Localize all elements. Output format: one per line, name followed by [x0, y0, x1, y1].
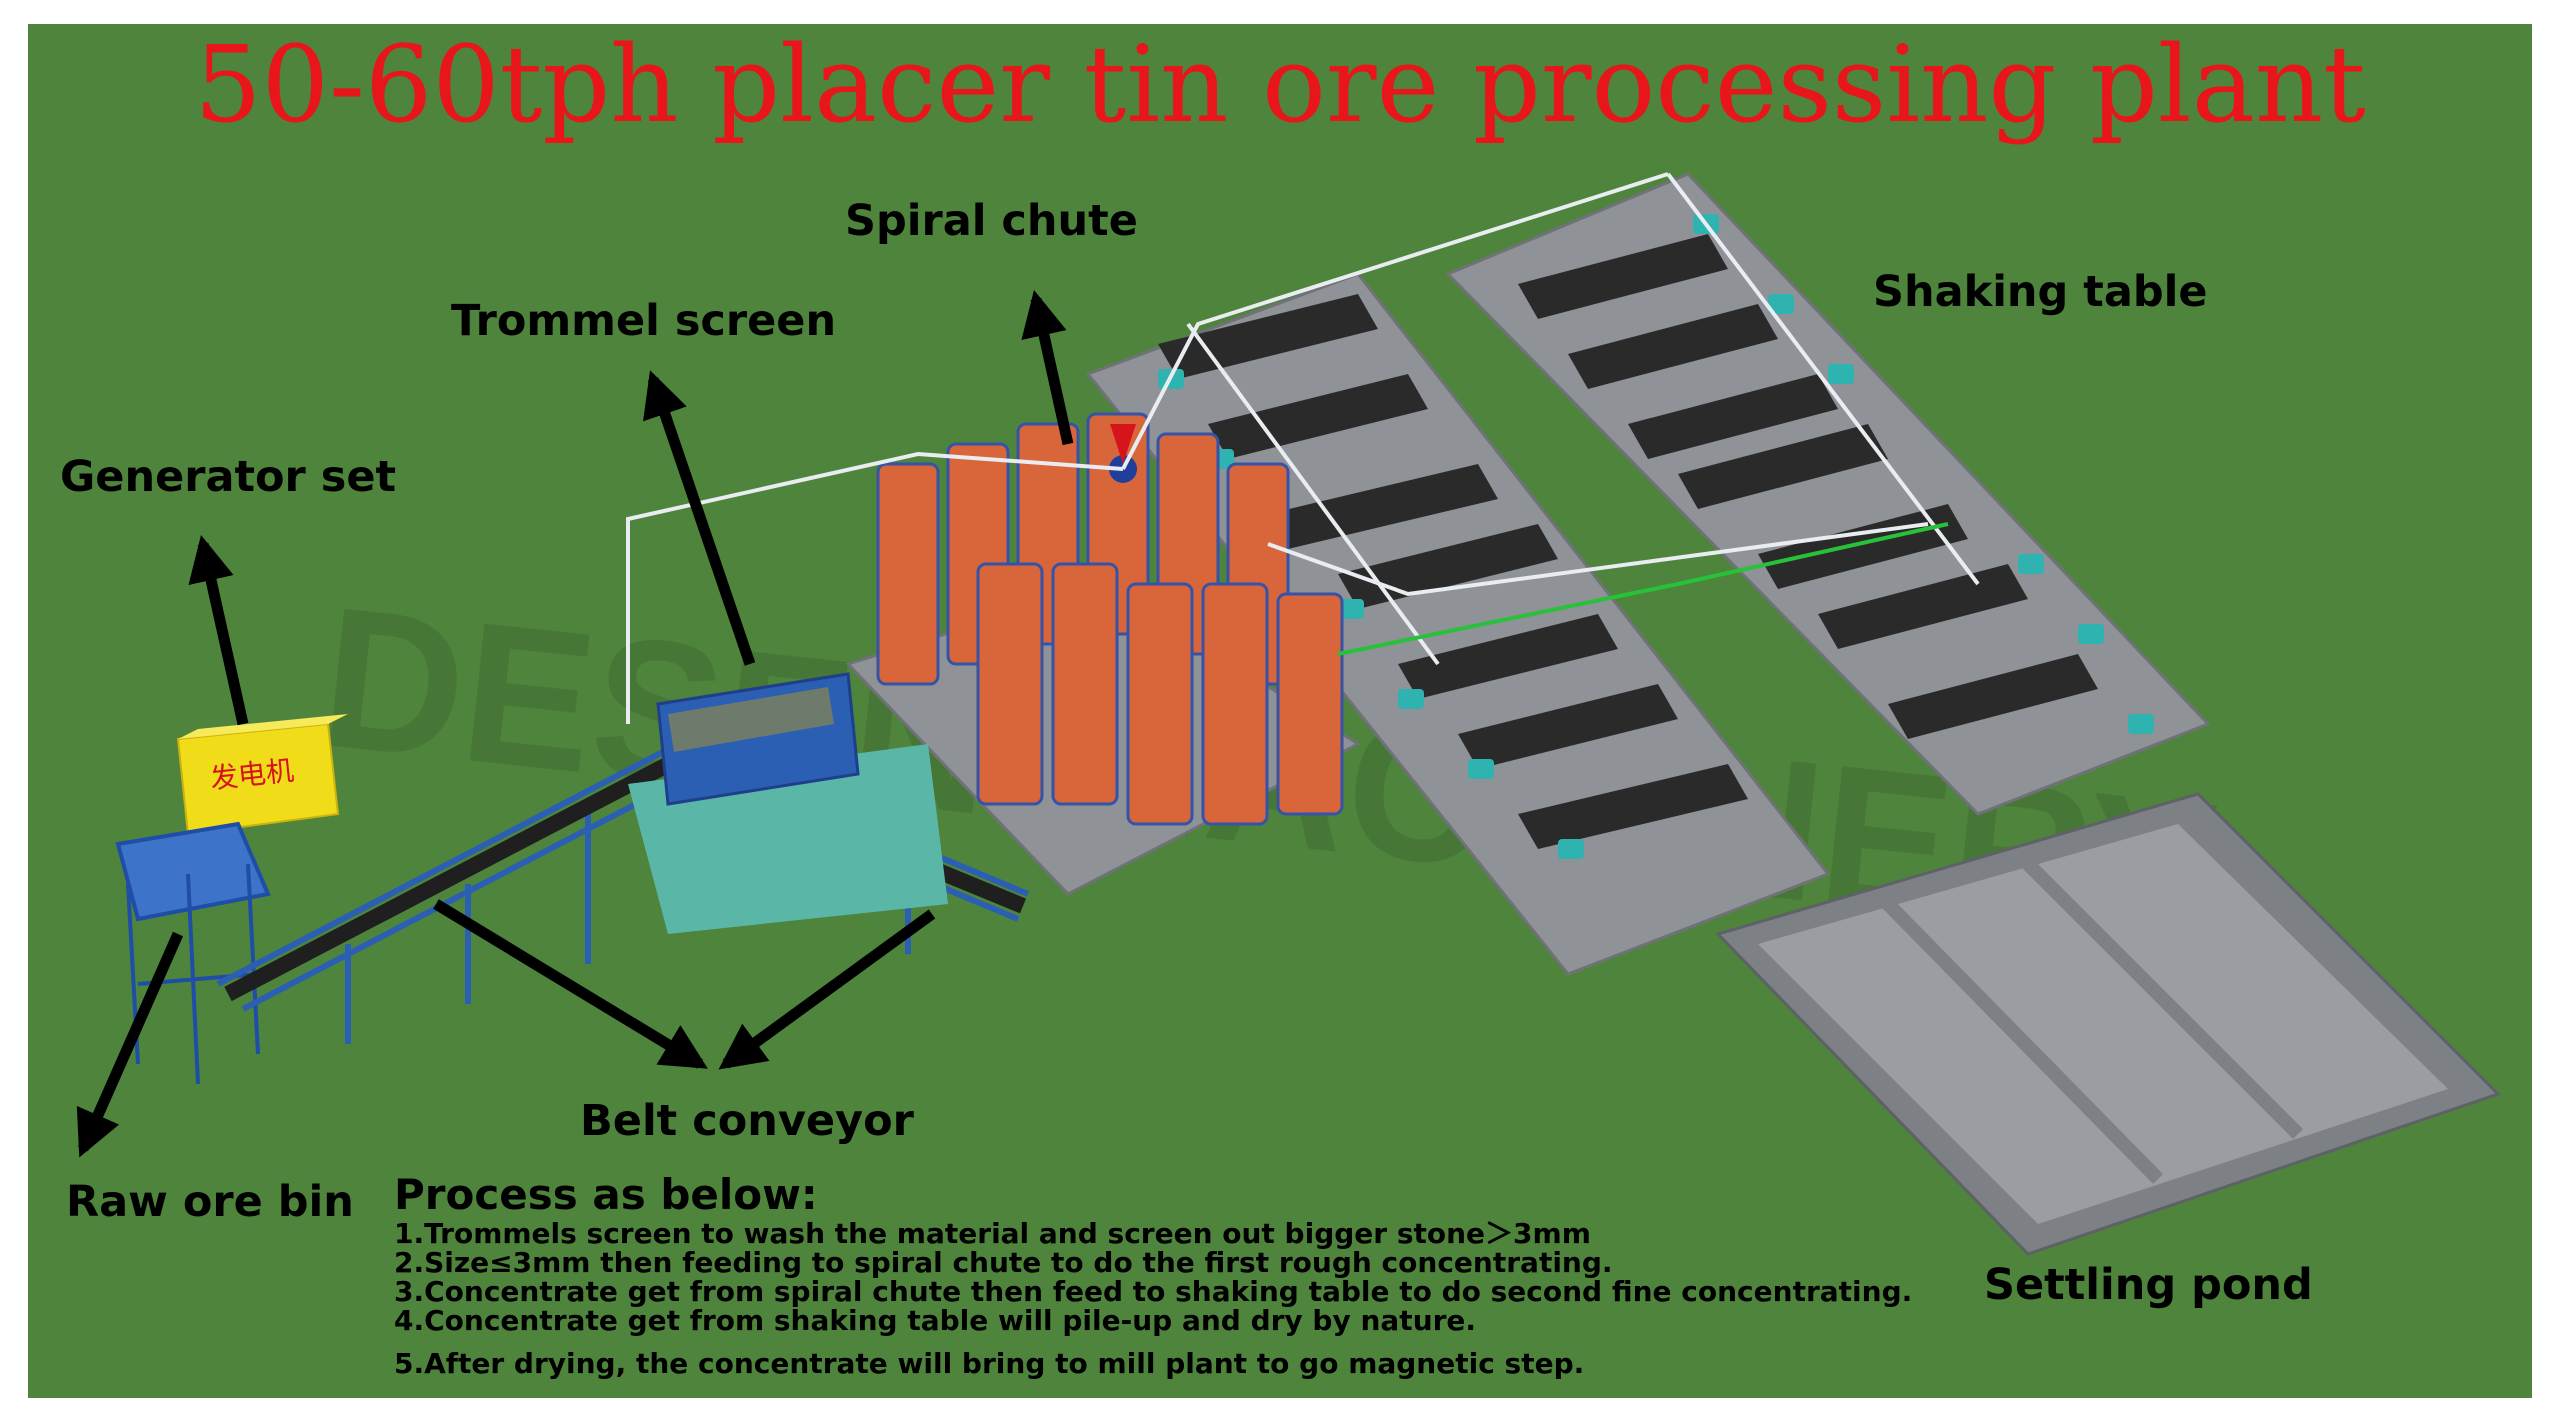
plant-illustration: DESEN MACHINERY	[76, 172, 2501, 1256]
arrow-raw-ore-bin	[76, 931, 184, 1158]
spiral-chutes	[876, 412, 1344, 826]
label-shaking-table: Shaking table	[1873, 267, 2208, 317]
raw-ore-bin	[115, 821, 271, 1085]
label-generator-set: Generator set	[60, 452, 397, 502]
tailing-pipes	[1337, 522, 1949, 656]
process-step: 4.Concentrate get from shaking table wil…	[394, 1304, 1477, 1337]
shaking-tables-right	[1518, 234, 2098, 739]
arrow-trommel-screen	[643, 370, 756, 666]
arrow-generator-set	[188, 534, 249, 726]
settling-pond	[1715, 792, 2501, 1256]
generator: 发电机	[176, 714, 348, 836]
feed-cone	[1110, 424, 1136, 464]
label-raw-ore-bin: Raw ore bin	[66, 1177, 354, 1227]
process-step: 3.Concentrate get from spiral chute then…	[394, 1275, 1913, 1308]
label-settling-pond: Settling pond	[1984, 1260, 2313, 1310]
arrow-belt-conveyor-right	[718, 909, 936, 1070]
arrow-spiral-chute	[1021, 289, 1074, 446]
label-spiral-chute: Spiral chute	[845, 196, 1138, 246]
table-motors	[1158, 214, 2154, 859]
right-table-platform	[1445, 172, 2211, 816]
process-heading: Process as below:	[394, 1170, 818, 1219]
pipes	[626, 172, 1980, 724]
process-step: 2.Size≤3mm then feeding to spiral chute …	[394, 1246, 1613, 1279]
arrow-belt-conveyor-left	[433, 899, 708, 1069]
process-step: 1.Trommels screen to wash the material a…	[394, 1217, 1591, 1250]
process-step: 5.After drying, the concentrate will bri…	[394, 1347, 1585, 1380]
label-trommel-screen: Trommel screen	[451, 296, 837, 346]
callout-arrows	[76, 289, 1074, 1158]
shaking-tables-left	[1158, 294, 1748, 849]
diagram-canvas: DESEN MACHINERY	[28, 24, 2532, 1398]
trommel-screen	[628, 672, 948, 934]
page-title: 50-60tph placer tin ore processing plant	[194, 24, 2366, 146]
label-belt-conveyor: Belt conveyor	[580, 1096, 914, 1146]
